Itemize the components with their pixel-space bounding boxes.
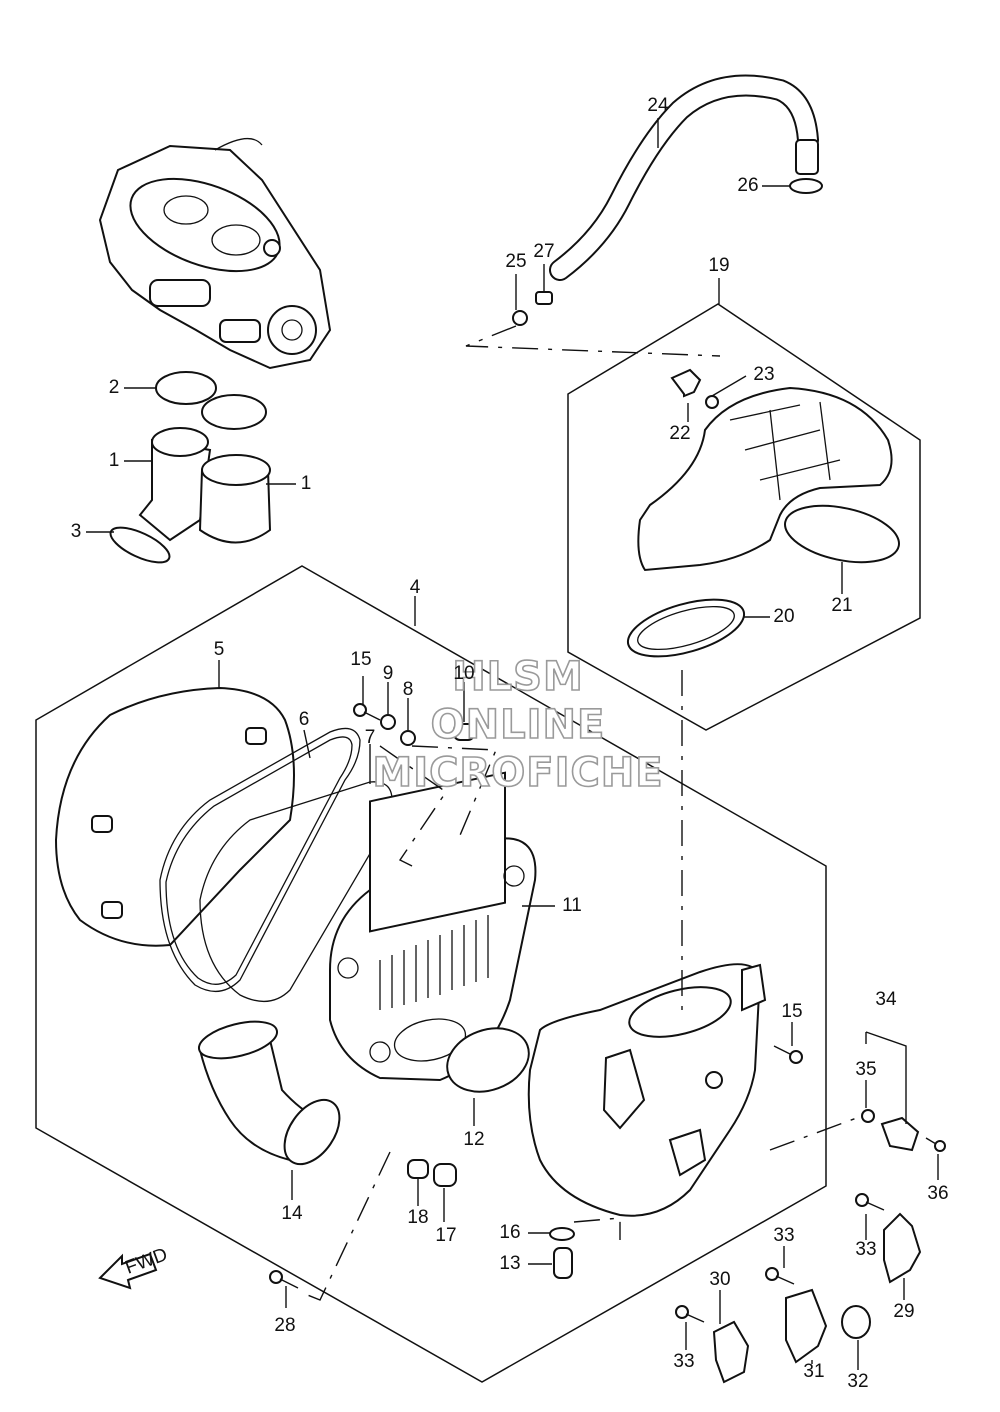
part-label-27: 27 <box>533 241 554 262</box>
intake-pipe-1-right <box>198 454 272 544</box>
part-label-8: 8 <box>403 679 414 700</box>
sensor-34 <box>880 1116 920 1152</box>
part-label-12: 12 <box>463 1129 484 1150</box>
bracket-29 <box>883 1212 922 1284</box>
clip-25 <box>512 310 528 326</box>
bolt-28 <box>269 1270 299 1289</box>
part-label-32: 32 <box>847 1371 868 1392</box>
fitting-22 <box>670 368 702 398</box>
part-label-1: 1 <box>109 450 120 471</box>
grommet-8 <box>400 730 416 746</box>
intake-pipe-1-left <box>138 427 212 542</box>
bracket-30 <box>712 1320 750 1384</box>
screw-36 <box>925 1137 946 1152</box>
assembly-lines <box>299 325 863 1301</box>
part-label-17: 17 <box>435 1225 456 1246</box>
leader-lines <box>86 118 939 1370</box>
part-label-15: 15 <box>781 1001 802 1022</box>
part-label-13: 13 <box>499 1253 520 1274</box>
part-label-14: 14 <box>281 1203 303 1224</box>
part-label-4: 4 <box>410 577 421 598</box>
clip-26 <box>789 178 823 194</box>
grommet-32 <box>841 1305 871 1339</box>
part-label-26: 26 <box>737 175 758 196</box>
part-label-21: 21 <box>831 595 852 616</box>
part-label-35: 35 <box>855 1059 876 1080</box>
part-label-15: 15 <box>350 649 371 670</box>
fwd-arrow: FWD <box>98 1244 170 1290</box>
air-cleaner-assembly-box <box>35 565 827 1383</box>
bolt-33-left <box>675 1305 705 1323</box>
part-label-1: 1 <box>301 473 312 494</box>
part-labels: 1 1 2 3 4 5 6 7 8 9 10 11 12 13 14 15 15… <box>71 95 949 1392</box>
collar-10 <box>453 723 475 741</box>
part-label-11: 11 <box>562 895 582 916</box>
part-label-6: 6 <box>299 709 310 730</box>
clamp-2-left <box>155 371 217 405</box>
seal-20 <box>626 598 746 658</box>
inlet-duct-19 <box>637 386 893 572</box>
part-label-3: 3 <box>71 521 82 542</box>
part-label-19: 19 <box>708 255 729 276</box>
clamp-2-right <box>201 394 267 430</box>
cover-5 <box>54 686 295 947</box>
filter-element-11 <box>329 771 537 1082</box>
watermark-line-3: MICROFICHE <box>372 750 663 796</box>
part-label-28: 28 <box>274 1315 295 1336</box>
part-label-30: 30 <box>709 1269 730 1290</box>
part-label-29: 29 <box>893 1301 914 1322</box>
clip-16 <box>549 1227 575 1241</box>
bracket-31 <box>785 1288 828 1364</box>
throttle-body <box>98 138 332 370</box>
part-label-16: 16 <box>499 1222 520 1243</box>
collar-18 <box>407 1159 429 1179</box>
part-label-20: 20 <box>773 606 794 627</box>
inlet-duct-assembly-box <box>567 303 921 731</box>
part-label-33: 33 <box>773 1225 794 1246</box>
fitting-27 <box>535 291 553 305</box>
part-label-18: 18 <box>407 1207 428 1228</box>
part-label-33: 33 <box>855 1239 876 1260</box>
bolt-33-right <box>855 1193 885 1211</box>
part-label-36: 36 <box>927 1183 948 1204</box>
watermark-line-2: ONLINE <box>431 702 606 748</box>
part-label-33: 33 <box>673 1351 694 1372</box>
part-label-7: 7 <box>365 727 376 748</box>
washer-9 <box>380 714 396 730</box>
part-label-25: 25 <box>505 251 526 272</box>
bolt-15-right <box>773 1045 803 1064</box>
bolt-15-top <box>353 703 381 721</box>
part-label-9: 9 <box>383 663 394 684</box>
seal-12 <box>446 1027 530 1093</box>
part-label-24: 24 <box>647 95 669 116</box>
duct-14 <box>197 1020 341 1166</box>
o-ring-35 <box>861 1109 875 1123</box>
gasket-6 <box>159 727 361 992</box>
part-label-23: 23 <box>753 364 774 385</box>
collar-13 <box>553 1247 573 1279</box>
clamp-21 <box>784 504 900 564</box>
part-label-31: 31 <box>803 1361 824 1382</box>
part-label-22: 22 <box>669 423 690 444</box>
grommet-17 <box>433 1163 457 1187</box>
part-label-34: 34 <box>875 989 897 1010</box>
part-label-5: 5 <box>214 639 225 660</box>
watermark-line-1: HLSM <box>452 654 584 700</box>
part-label-10: 10 <box>453 663 474 684</box>
hose-end-24 <box>795 139 819 175</box>
bolt-33-middle <box>765 1267 795 1285</box>
clip-23 <box>705 395 719 409</box>
part-label-2: 2 <box>109 377 120 398</box>
air-cleaner-case <box>527 963 767 1217</box>
